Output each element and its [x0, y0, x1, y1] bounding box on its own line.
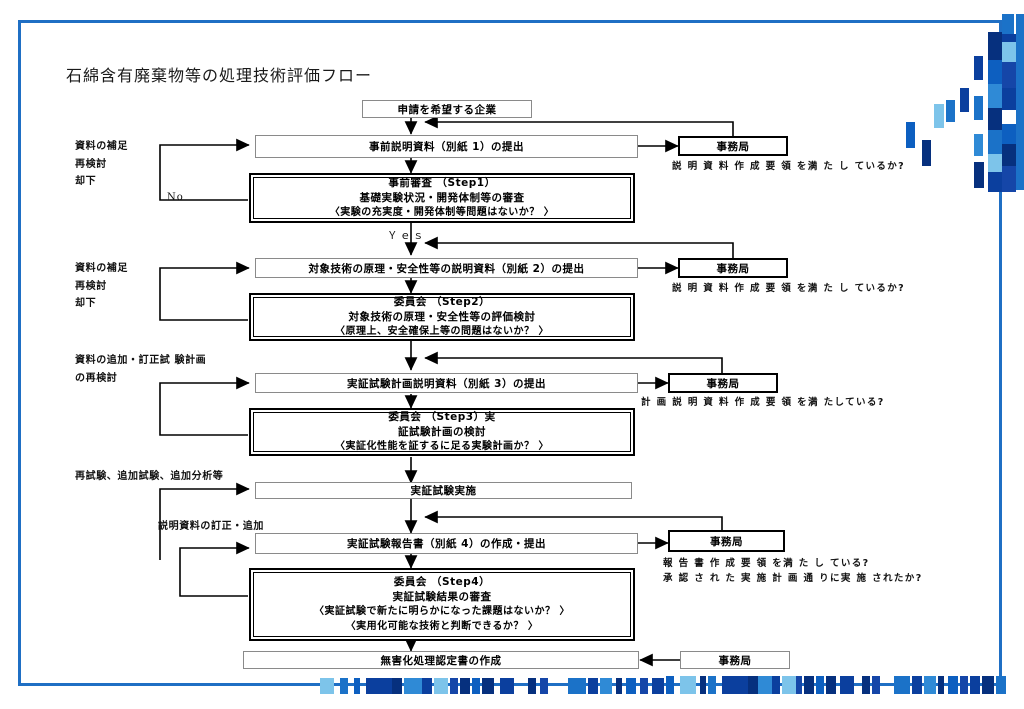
feedback-label: 却下	[75, 176, 97, 187]
start-box-label: 申請を希望する企業	[397, 103, 497, 116]
office-label: 事務局	[716, 262, 750, 275]
review-title: 委員会 （Step4）	[393, 575, 491, 588]
feedback-label: 再検討	[75, 280, 107, 292]
office-note-line1: 報 告 書 作 成 要 領 を満 た し ている?	[663, 558, 870, 569]
office-box-step2[interactable]: 事務局	[678, 258, 788, 278]
feedback-labels-step4: 再試験、追加試験、追加分析等	[75, 468, 223, 486]
review-question: 〈原理上、安全確保上等の問題はないか？ 〉	[335, 325, 549, 337]
execution-label: 実証試験実施	[410, 485, 477, 497]
review-question2: 〈実用化可能な技術と判断できるか？ 〉	[345, 620, 539, 632]
feedback-labels-step1: 資料の補足 再検討 却下	[75, 138, 128, 191]
office-box-step4[interactable]: 事務局	[668, 530, 785, 552]
submission-label: 対象技術の原理・安全性等の説明資料（別紙 2）の提出	[308, 262, 585, 275]
review-title: 事前審査 （Step1）	[388, 176, 496, 189]
office-label: 事務局	[716, 140, 750, 153]
page-title: 石綿含有廃棄物等の処理技術評価フロー	[66, 66, 373, 85]
review-subtitle: 対象技術の原理・安全性等の評価検討	[348, 310, 536, 323]
submission-box-step2[interactable]: 対象技術の原理・安全性等の説明資料（別紙 2）の提出	[255, 258, 638, 278]
office-box-step3[interactable]: 事務局	[668, 373, 778, 393]
submission-label: 実証試験計画説明資料（別紙 3）の提出	[347, 377, 546, 390]
submission-box-step4[interactable]: 実証試験報告書（別紙 4）の作成・提出	[255, 533, 638, 554]
feedback-label: の再検討	[75, 372, 118, 384]
submission-label: 実証試験報告書（別紙 4）の作成・提出	[347, 538, 546, 550]
decoration-bottom-right	[666, 676, 1022, 694]
office-label: 事務局	[706, 377, 740, 390]
final-office-box[interactable]: 事務局	[680, 651, 790, 669]
submission-box-step3[interactable]: 実証試験計画説明資料（別紙 3）の提出	[255, 373, 638, 393]
review-box-step2[interactable]: 委員会 （Step2） 対象技術の原理・安全性等の評価検討 〈原理上、安全確保上…	[249, 293, 635, 341]
decoration-bottom-center	[300, 678, 666, 694]
feedback-label: 資料の補足	[75, 141, 128, 152]
submission-label: 事前説明資料（別紙 1）の提出	[369, 141, 524, 153]
correction-label: 説明資料の訂正・追加	[158, 521, 264, 532]
office-box-step1[interactable]: 事務局	[678, 136, 788, 156]
office-label: 事務局	[710, 535, 743, 548]
feedback-labels-step3: 資料の追加・訂正試 験計画 の再検討	[75, 352, 206, 387]
review-question: 〈実証化性能を証するに足る実験計画か？ 〉	[335, 440, 549, 452]
feedback-label: 資料の追加・訂正試 験計画	[75, 355, 207, 366]
feedback-label: 再検討	[75, 158, 107, 170]
review-box-step4[interactable]: 委員会 （Step4） 実証試験結果の審査 〈実証試験で新たに明らかになった課題…	[249, 568, 635, 641]
decoration-top-right	[890, 14, 1024, 194]
feedback-label: 却下	[75, 298, 97, 309]
office-note-step2: 説 明 資 料 作 成 要 領 を満 た し ているか?	[672, 283, 906, 294]
feedback-label: 資料の補足	[75, 263, 128, 274]
office-note-step3: 計 画 説 明 資 料 作 成 要 領 を満 たしている?	[641, 397, 885, 408]
review-title: 委員会 （Step2）	[393, 295, 491, 308]
review-box-step3[interactable]: 委員会 （Step3）実 証試験計画の検討 〈実証化性能を証するに足る実験計画か…	[249, 408, 635, 456]
start-box[interactable]: 申請を希望する企業	[362, 100, 532, 118]
review-subtitle: 基礎実験状況・開発体制等の審査	[359, 191, 525, 204]
office-label: 事務局	[718, 654, 752, 667]
review-title: 委員会 （Step3）実	[388, 410, 496, 423]
submission-box-step1[interactable]: 事前説明資料（別紙 1）の提出	[255, 135, 638, 158]
office-note-step1: 説 明 資 料 作 成 要 領 を満 た し ているか?	[672, 161, 906, 172]
no-branch-label: No	[167, 192, 184, 203]
final-label: 無害化処理認定書の作成	[380, 654, 502, 667]
office-note-step4: 報 告 書 作 成 要 領 を満 た し ている? 承 認 さ れ た 実 施 …	[663, 557, 923, 586]
execution-box[interactable]: 実証試験実施	[255, 482, 632, 499]
final-box[interactable]: 無害化処理認定書の作成	[243, 651, 639, 669]
feedback-label: 再試験、追加試験、追加分析等	[75, 471, 224, 482]
feedback-labels-step2: 資料の補足 再検討 却下	[75, 260, 128, 313]
office-note-line2: 承 認 さ れ た 実 施 計 画 通 りに実 施 されたか?	[663, 572, 923, 584]
review-subtitle: 実証試験結果の審査	[392, 591, 492, 603]
review-question: 〈実証試験で新たに明らかになった課題はないか？ 〉	[314, 606, 570, 618]
review-question: 〈実験の充実度・開発体制等問題はないか？ 〉	[329, 206, 555, 218]
review-subtitle: 証試験計画の検討	[398, 425, 486, 438]
review-box-step1[interactable]: 事前審査 （Step1） 基礎実験状況・開発体制等の審査 〈実験の充実度・開発体…	[249, 173, 635, 223]
yes-branch-label: Ｙｅｓ	[387, 230, 426, 242]
